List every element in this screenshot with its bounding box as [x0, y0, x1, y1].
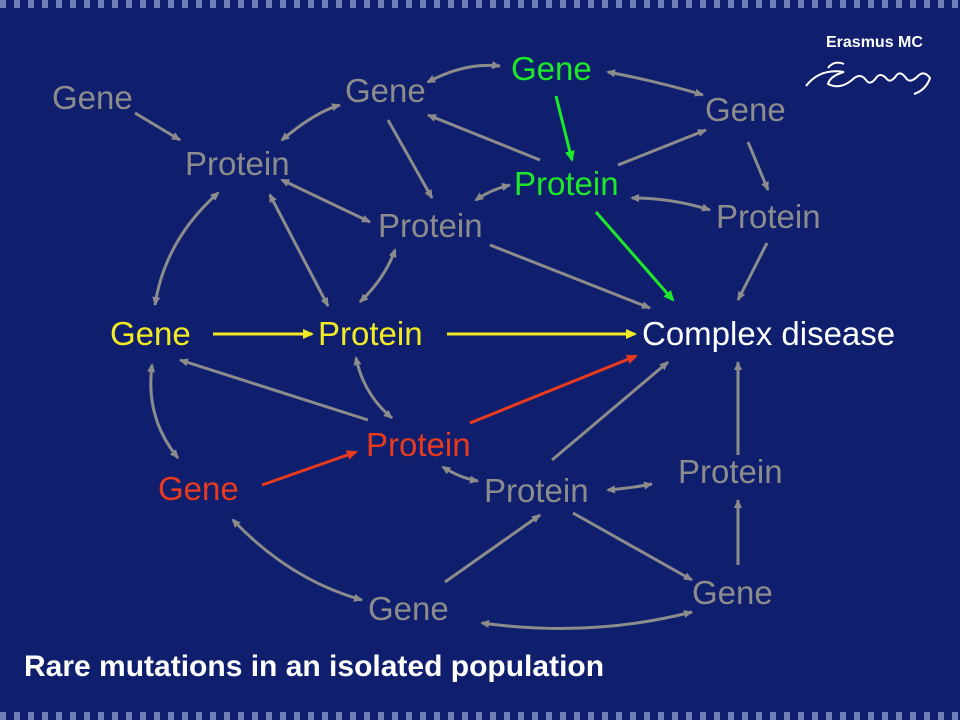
arrow	[630, 194, 711, 212]
arrow	[231, 518, 363, 602]
gene-node-green: Gene	[511, 50, 592, 87]
protein-node: Protein	[678, 453, 783, 490]
arrow	[353, 356, 393, 420]
arrow	[489, 243, 651, 310]
gene-node-yellow: Gene	[110, 315, 191, 352]
gene-node: Gene	[705, 91, 786, 128]
arrow	[444, 513, 541, 584]
arrow	[358, 248, 397, 304]
top-border	[0, 0, 960, 8]
arrow	[280, 103, 341, 142]
arrow	[152, 191, 220, 306]
protein-node-green: Protein	[514, 165, 619, 202]
arrow	[268, 193, 330, 307]
gene-node: Gene	[692, 574, 773, 611]
arrow	[280, 178, 371, 224]
protein-node: Protein	[378, 207, 483, 244]
arrow	[134, 111, 181, 142]
arrow	[426, 61, 501, 84]
arrow	[441, 465, 479, 484]
red-arrow	[261, 450, 358, 487]
complex-disease-node: Complex disease	[642, 315, 896, 352]
protein-node-yellow: Protein	[318, 315, 423, 352]
red-arrow	[469, 354, 638, 425]
gene-node: Gene	[52, 79, 133, 116]
arrow	[746, 141, 770, 191]
protein-node: Protein	[484, 472, 589, 509]
green-arrow	[554, 95, 575, 162]
logo-signature-icon	[805, 61, 932, 95]
arrow	[617, 128, 707, 167]
green-arrow	[594, 211, 675, 302]
erasmus-mc-logo: Erasmus MC	[800, 30, 940, 100]
logo-name: Erasmus MC	[826, 34, 923, 51]
arrow	[606, 69, 704, 97]
slide-caption: Rare mutations in an isolated population	[24, 650, 605, 683]
arrow	[386, 119, 434, 199]
arrow	[551, 360, 669, 462]
arrow	[606, 481, 653, 494]
arrow	[480, 610, 693, 630]
protein-node: Protein	[716, 198, 821, 235]
arrow	[474, 183, 511, 202]
gene-node-red: Gene	[158, 470, 239, 507]
protein-node-red: Protein	[366, 426, 471, 463]
arrow	[179, 358, 369, 422]
protein-node: Protein	[185, 145, 290, 182]
arrow	[736, 242, 769, 301]
gene-node: Gene	[345, 72, 426, 109]
arrow	[427, 113, 541, 162]
arrow	[572, 511, 693, 582]
bottom-border	[0, 712, 960, 720]
arrow	[147, 363, 180, 459]
gene-node: Gene	[368, 590, 449, 627]
